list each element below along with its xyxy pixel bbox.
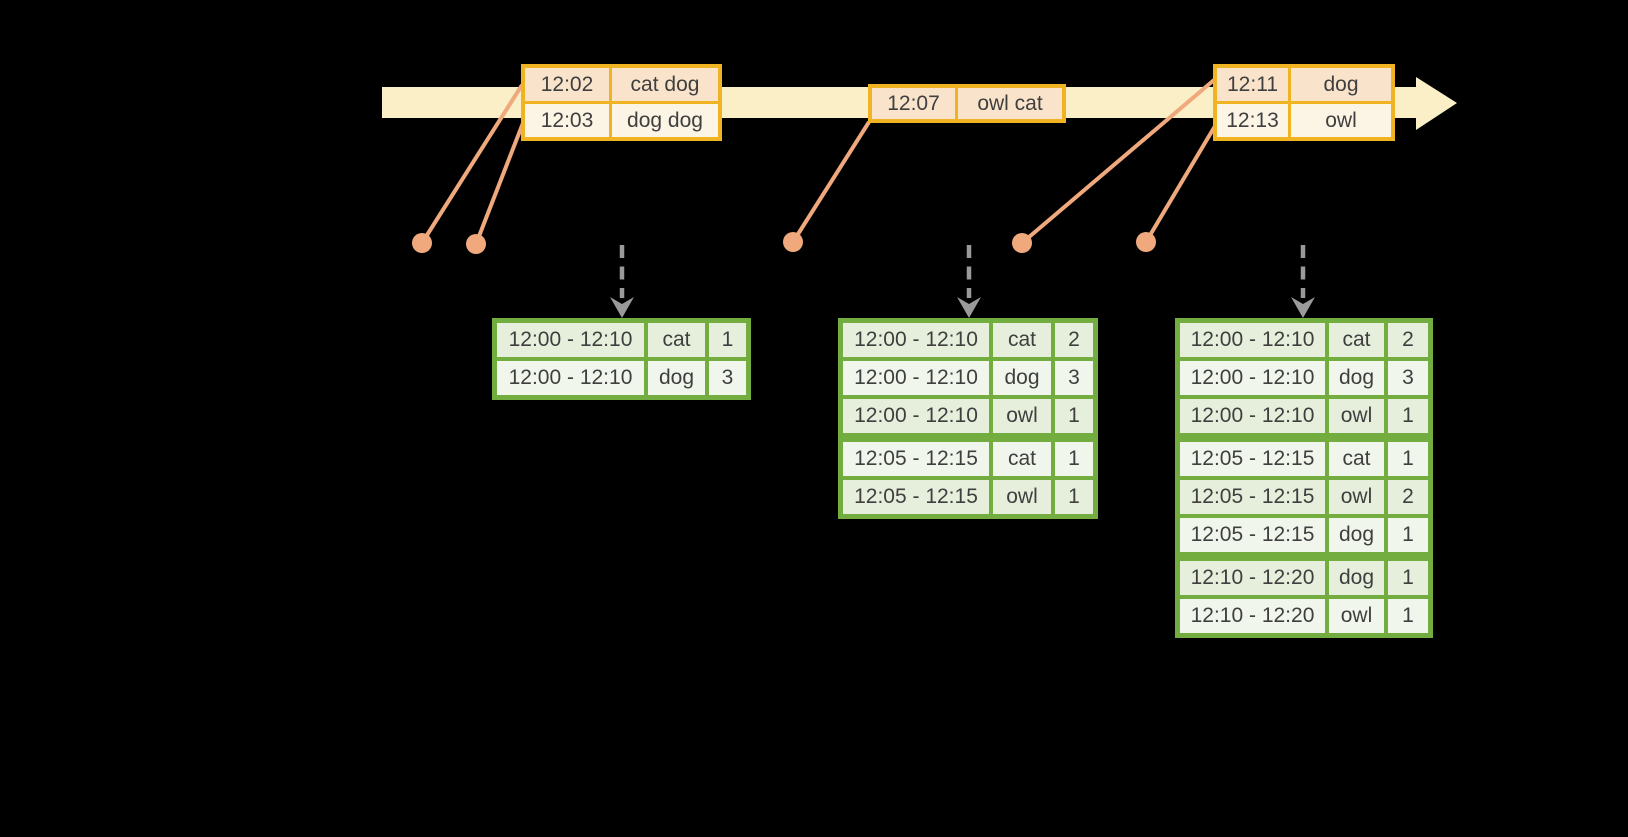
event-connector-line: [474, 122, 525, 245]
count-cell: 3: [1388, 361, 1428, 395]
count-cell: 2: [1388, 323, 1428, 357]
event-dot: [1012, 233, 1032, 253]
count-cell: 1: [1388, 399, 1428, 433]
event-connector-line: [420, 83, 524, 245]
word-cell: dog: [648, 361, 705, 395]
word-cell: dog: [993, 361, 1051, 395]
event-dot: [783, 232, 803, 252]
event-time-cell: 12:13: [1217, 104, 1288, 137]
word-cell: cat: [993, 442, 1051, 476]
event-dot: [466, 234, 486, 254]
event-connector-line: [1020, 78, 1216, 245]
window-cell: 12:00 - 12:10: [497, 323, 644, 357]
window-cell: 12:05 - 12:15: [1180, 480, 1325, 514]
window-cell: 12:00 - 12:10: [1180, 323, 1325, 357]
event-row: 12:13 owl: [1217, 104, 1391, 137]
count-cell: 3: [709, 361, 746, 395]
result-row: 12:05 - 12:15 owl 2: [1180, 480, 1428, 514]
result-row: 12:10 - 12:20 dog 1: [1180, 561, 1428, 595]
result-row: 12:00 - 12:10 cat 2: [843, 323, 1093, 357]
count-cell: 1: [1055, 399, 1093, 433]
event-words-cell: owl cat: [958, 88, 1062, 119]
event-row: 12:11 dog: [1217, 68, 1391, 101]
word-cell: cat: [1329, 442, 1384, 476]
event-box-3: 12:11 dog 12:13 owl: [1213, 64, 1395, 141]
count-cell: 1: [1055, 442, 1093, 476]
word-cell: dog: [1329, 561, 1384, 595]
event-time-cell: 12:07: [872, 88, 955, 119]
result-row: 12:05 - 12:15 dog 1: [1180, 518, 1428, 552]
event-time-cell: 12:03: [525, 104, 609, 137]
trigger-arrow-icon: [957, 245, 981, 318]
word-cell: cat: [648, 323, 705, 357]
trigger-arrow-icon: [610, 245, 634, 318]
count-cell: 2: [1055, 323, 1093, 357]
event-box-1: 12:02 cat dog 12:03 dog dog: [521, 64, 722, 141]
window-cell: 12:00 - 12:10: [843, 361, 989, 395]
result-row: 12:00 - 12:10 cat 2: [1180, 323, 1428, 357]
event-box-2: 12:07 owl cat: [868, 84, 1066, 123]
timeline-arrowhead-icon: [1416, 77, 1457, 130]
count-cell: 1: [709, 323, 746, 357]
event-words-cell: dog dog: [612, 104, 718, 137]
result-row: 12:00 - 12:10 dog 3: [497, 361, 746, 395]
window-cell: 12:00 - 12:10: [843, 323, 989, 357]
window-cell: 12:05 - 12:15: [1180, 442, 1325, 476]
count-cell: 1: [1388, 518, 1428, 552]
window-cell: 12:00 - 12:10: [1180, 399, 1325, 433]
result-table-1: 12:00 - 12:10 cat 1 12:00 - 12:10 dog 3: [492, 318, 751, 400]
result-row: 12:05 - 12:15 owl 1: [843, 480, 1093, 514]
count-cell: 1: [1388, 599, 1428, 633]
count-cell: 2: [1388, 480, 1428, 514]
event-dot: [412, 233, 432, 253]
word-cell: dog: [1329, 518, 1384, 552]
event-row: 12:03 dog dog: [525, 104, 718, 137]
word-cell: cat: [993, 323, 1051, 357]
result-row: 12:00 - 12:10 dog 3: [1180, 361, 1428, 395]
count-cell: 3: [1055, 361, 1093, 395]
event-row: 12:07 owl cat: [872, 88, 1062, 119]
word-cell: owl: [1329, 480, 1384, 514]
result-row: 12:00 - 12:10 cat 1: [497, 323, 746, 357]
result-row: 12:05 - 12:15 cat 1: [843, 442, 1093, 476]
count-cell: 1: [1055, 480, 1093, 514]
count-cell: 1: [1388, 561, 1428, 595]
window-cell: 12:05 - 12:15: [843, 480, 989, 514]
result-row: 12:00 - 12:10 dog 3: [843, 361, 1093, 395]
word-cell: cat: [1329, 323, 1384, 357]
window-cell: 12:10 - 12:20: [1180, 561, 1325, 595]
result-row: 12:05 - 12:15 cat 1: [1180, 442, 1428, 476]
trigger-arrow-icon: [1291, 245, 1315, 318]
result-table-2: 12:00 - 12:10 cat 2 12:00 - 12:10 dog 3 …: [838, 318, 1098, 519]
word-cell: owl: [993, 399, 1051, 433]
word-cell: owl: [993, 480, 1051, 514]
event-dot: [1136, 232, 1156, 252]
result-table-3: 12:00 - 12:10 cat 2 12:00 - 12:10 dog 3 …: [1175, 318, 1433, 638]
event-connector-line: [1144, 119, 1220, 244]
word-cell: owl: [1329, 599, 1384, 633]
window-cell: 12:00 - 12:10: [497, 361, 644, 395]
event-time-cell: 12:02: [525, 68, 609, 101]
event-connector-line: [791, 120, 871, 244]
event-words-cell: cat dog: [612, 68, 718, 101]
event-row: 12:02 cat dog: [525, 68, 718, 101]
count-cell: 1: [1388, 442, 1428, 476]
event-words-cell: dog: [1291, 68, 1391, 101]
word-cell: dog: [1329, 361, 1384, 395]
result-row: 12:10 - 12:20 owl 1: [1180, 599, 1428, 633]
window-cell: 12:05 - 12:15: [1180, 518, 1325, 552]
result-row: 12:00 - 12:10 owl 1: [1180, 399, 1428, 433]
event-words-cell: owl: [1291, 104, 1391, 137]
result-row: 12:00 - 12:10 owl 1: [843, 399, 1093, 433]
window-cell: 12:10 - 12:20: [1180, 599, 1325, 633]
event-time-cell: 12:11: [1217, 68, 1288, 101]
window-cell: 12:05 - 12:15: [843, 442, 989, 476]
window-cell: 12:00 - 12:10: [1180, 361, 1325, 395]
word-cell: owl: [1329, 399, 1384, 433]
window-cell: 12:00 - 12:10: [843, 399, 989, 433]
